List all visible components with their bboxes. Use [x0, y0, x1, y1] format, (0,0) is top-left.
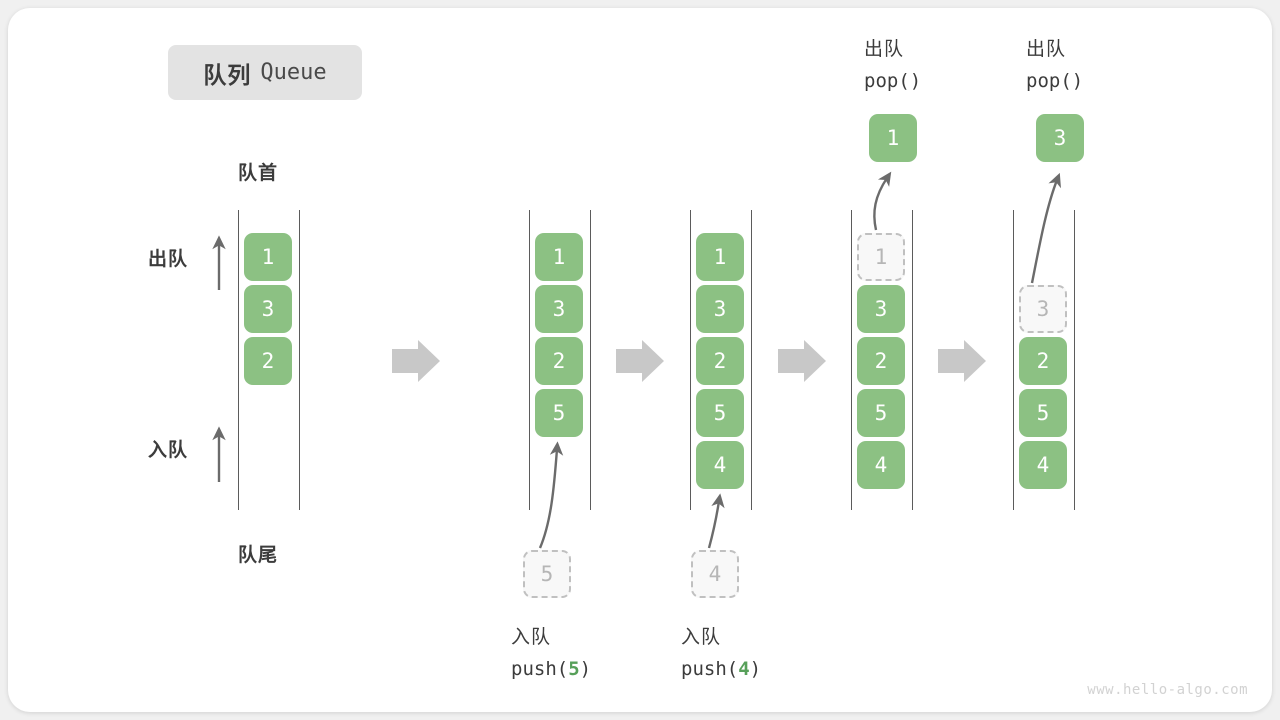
col3-cell-0: 1: [696, 233, 744, 281]
pop2-label-chinese: 出队: [1026, 39, 1067, 60]
label-dequeue-side: 出队: [148, 249, 189, 270]
push4-label-code: push(4): [681, 658, 761, 680]
col3-cell-3: 5: [696, 389, 744, 437]
diagram-title-badge: 队列 Queue: [168, 45, 362, 100]
col5-rail-right: [1074, 210, 1075, 510]
push5-code-number: 5: [568, 658, 580, 680]
col2-cell-1: 3: [535, 285, 583, 333]
push4-code-number: 4: [738, 658, 750, 680]
pop1-result-cell: 1: [869, 114, 917, 162]
col3-rail-left: [690, 210, 691, 510]
pop2-result-cell: 3: [1036, 114, 1084, 162]
col2-cell-2: 2: [535, 337, 583, 385]
col2-rail-left: [529, 210, 530, 510]
col4-rail-left: [851, 210, 852, 510]
col2-cell-0: 1: [535, 233, 583, 281]
label-enqueue-side: 入队: [148, 440, 189, 461]
push4-code-post: ): [749, 658, 762, 680]
push5-code-post: ): [579, 658, 592, 680]
col2-cell-3: 5: [535, 389, 583, 437]
col1-rail-left: [238, 210, 239, 510]
col1-cell-1: 3: [244, 285, 292, 333]
col3-cell-2: 2: [696, 337, 744, 385]
pop1-label-chinese: 出队: [864, 39, 905, 60]
watermark: www.hello-algo.com: [1087, 682, 1248, 698]
title-chinese: 队列: [203, 61, 252, 88]
label-queue-tail: 队尾: [238, 545, 279, 566]
col4-cell-2: 5: [857, 389, 905, 437]
col2-rail-right: [590, 210, 591, 510]
push4-ghost-cell: 4: [691, 550, 739, 598]
push5-code-pre: push(: [511, 658, 569, 680]
col4-ghost-cell: 1: [857, 233, 905, 281]
col3-cell-1: 3: [696, 285, 744, 333]
col5-cell-0: 2: [1019, 337, 1067, 385]
pop2-label-code: pop(): [1026, 70, 1084, 92]
col3-cell-4: 4: [696, 441, 744, 489]
col4-cell-1: 2: [857, 337, 905, 385]
label-queue-head: 队首: [238, 163, 279, 184]
col5-rail-left: [1013, 210, 1014, 510]
col4-cell-3: 4: [857, 441, 905, 489]
col4-rail-right: [912, 210, 913, 510]
title-english: Queue: [260, 60, 327, 85]
col3-rail-right: [751, 210, 752, 510]
push5-ghost-cell: 5: [523, 550, 571, 598]
push5-label-chinese: 入队: [511, 627, 552, 648]
col4-cell-0: 3: [857, 285, 905, 333]
push5-label-code: push(5): [511, 658, 591, 680]
diagram-card: [8, 8, 1272, 712]
col5-cell-2: 4: [1019, 441, 1067, 489]
push4-label-chinese: 入队: [681, 627, 722, 648]
pop1-label-code: pop(): [864, 70, 922, 92]
col1-cell-2: 2: [244, 337, 292, 385]
col1-rail-right: [299, 210, 300, 510]
col1-cell-0: 1: [244, 233, 292, 281]
col5-cell-1: 5: [1019, 389, 1067, 437]
push4-code-pre: push(: [681, 658, 739, 680]
col5-ghost-cell: 3: [1019, 285, 1067, 333]
